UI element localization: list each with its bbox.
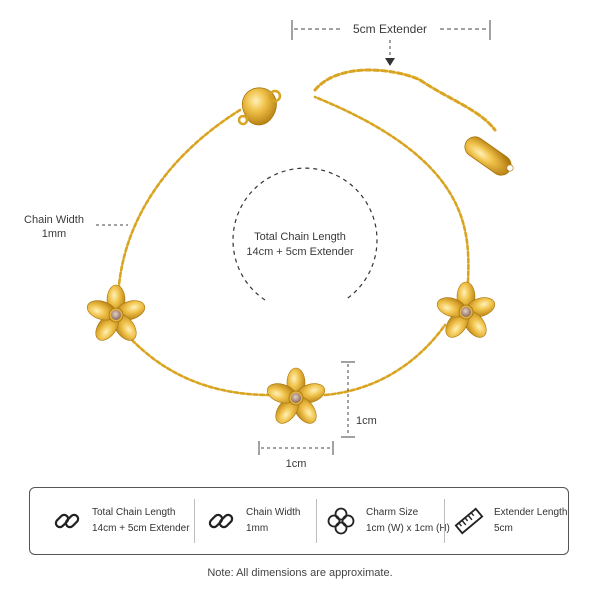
total-length-value: 14cm + 5cm Extender: [246, 246, 354, 258]
spec-title: Extender Length: [494, 507, 568, 518]
charm-height-label: 1cm: [356, 415, 377, 427]
charm-height-dimension: [341, 361, 355, 438]
arrow-down-icon: [385, 58, 395, 66]
flower-charm-left: [84, 284, 148, 346]
spec-title: Charm Size: [366, 507, 419, 518]
spec-value: 1mm: [246, 523, 269, 534]
lobster-clasp: [237, 87, 282, 126]
disclaimer-note: Note: All dimensions are approximate.: [207, 567, 393, 579]
divider: [316, 499, 317, 543]
divider: [444, 499, 445, 543]
bracelet-illustration: [84, 20, 514, 455]
clover-outline-icon: [327, 507, 355, 535]
flower-charm-center: [264, 367, 328, 429]
length-arc: [232, 167, 378, 301]
chain-width-title: Chain Width: [24, 214, 84, 226]
chain-width-value: 1mm: [41, 228, 67, 240]
spec-value: 1cm (W) x 1cm (H): [366, 523, 450, 534]
total-length-label: Total Chain Length 14cm + 5cm Extender: [220, 230, 380, 260]
charm-width-label: 1cm: [285, 458, 307, 470]
extender-label: 5cm Extender: [352, 22, 428, 36]
chain-width-label: Chain Width 1mm: [14, 213, 94, 241]
chain-link-icon: [54, 513, 80, 529]
spec-title: Total Chain Length: [92, 507, 176, 518]
spec-chain-width: Chain Width 1mm: [206, 488, 300, 554]
charm-width-dimension: [258, 441, 334, 455]
spec-bar: Total Chain Length 14cm + 5cm Extender C…: [29, 487, 569, 555]
spec-value: 14cm + 5cm Extender: [92, 523, 190, 534]
spec-total-length: Total Chain Length 14cm + 5cm Extender: [52, 488, 190, 554]
extender-tag: [464, 136, 514, 176]
extender-dimension: [291, 20, 491, 58]
flower-charm-right: [434, 281, 498, 343]
total-length-title: Total Chain Length: [254, 231, 346, 243]
chain-link-icon: [208, 513, 234, 529]
spec-extender-length: Extender Length 5cm: [454, 488, 567, 554]
chain: [113, 68, 497, 397]
spec-value: 5cm: [494, 523, 513, 534]
spec-charm-size: Charm Size 1cm (W) x 1cm (H): [326, 488, 450, 554]
ruler-icon: [454, 507, 484, 535]
divider: [194, 499, 195, 543]
spec-title: Chain Width: [246, 507, 301, 518]
